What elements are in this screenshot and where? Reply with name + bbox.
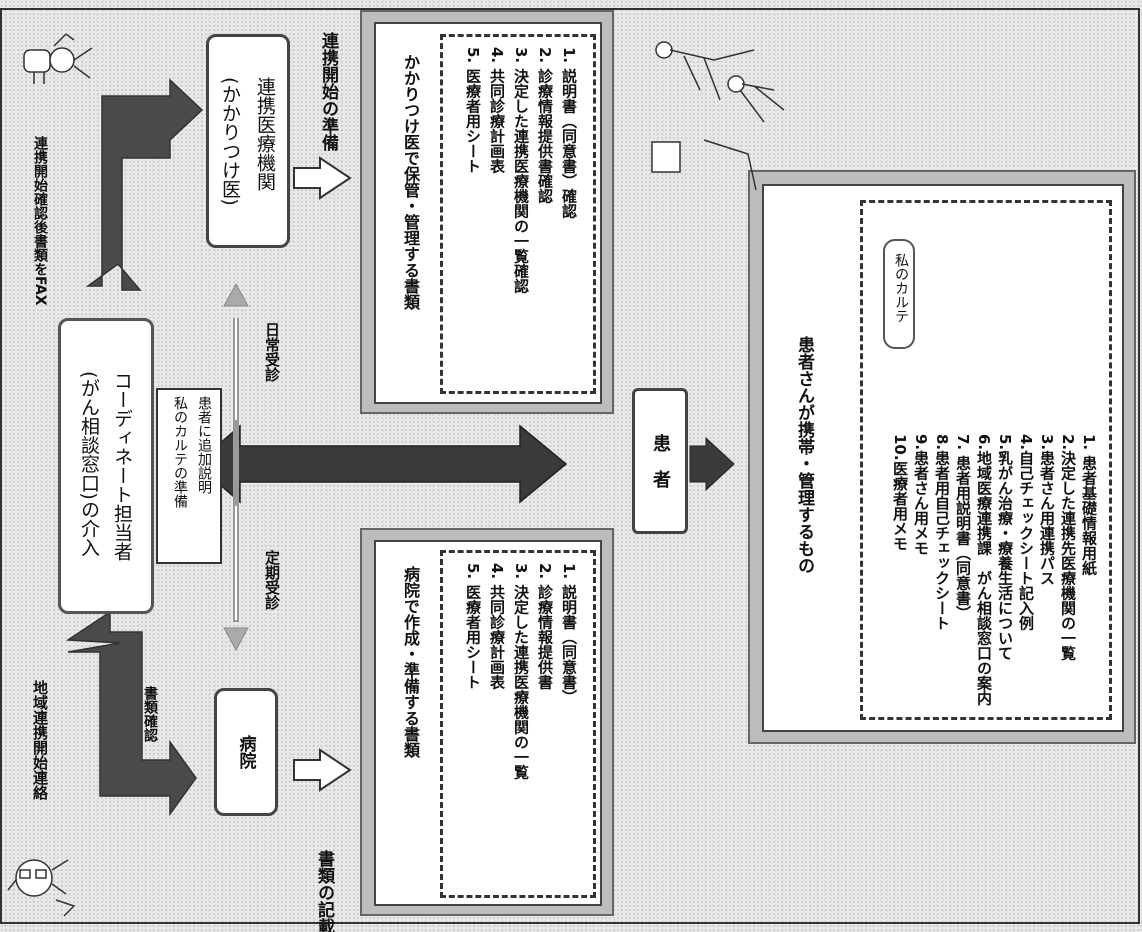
partner-docs-list-box: 1. 説明書（同意書）確認 2. 診療情報提供書確認 3. 決定した連携医療機関… (440, 34, 596, 394)
hospital-coordinator-arrow (68, 612, 196, 814)
regular-visit-arrowhead (224, 628, 248, 650)
coordinator-patient-arrow (196, 426, 566, 502)
daily-visit-label: 日常受診 (262, 322, 283, 382)
list-item: 1. 患者基礎情報用紙 (1078, 434, 1099, 705)
hospital-docs-title: 病院で作成・準備する書類 (398, 566, 422, 758)
list-item: 3.患者さん用連携パス (1036, 434, 1057, 705)
partner-subtitle: (かかりつけ医) (217, 77, 244, 206)
region-contact-label: 地域連携開始連絡 (30, 680, 51, 800)
fax-label: 連携開始確認後書類をFAX (30, 136, 50, 296)
explanation-line-2: 私のカルテの準備 (170, 396, 190, 508)
hospital-docs-tray: 病院で作成・準備する書類 1. 説明書（同意書） 2. 診療情報提供書 3. 決… (360, 528, 614, 916)
list-item: 7. 患者用説明書（同意書） (952, 434, 973, 705)
partner-title: 連携医療機関 (252, 77, 279, 206)
patient-docs-panel: 患者さんが携帯・管理するもの 私のカルテ 1. 患者基礎情報用紙 2.決定した連… (762, 184, 1124, 732)
list-item: 9.患者さん用メモ (910, 434, 931, 705)
list-item: 2. 診療情報提供書確認 (533, 47, 557, 293)
patient-docs-tray: 患者さんが携帯・管理するもの 私のカルテ 1. 患者基礎情報用紙 2.決定した連… (748, 170, 1136, 744)
hospital-docs-list-box: 1. 説明書（同意書） 2. 診療情報提供書 3. 決定した連携医療機関の一覧 … (440, 550, 596, 898)
partner-label-group: 連携医療機関 (かかりつけ医) (217, 77, 279, 206)
coordinator-subtitle: (がん相談窓口)の介入 (76, 371, 103, 561)
partner-node: 連携医療機関 (かかりつけ医) (206, 34, 290, 248)
list-item: 2. 診療情報提供書 (533, 563, 557, 779)
patient-docs-title: 患者さんが携帯・管理するもの (792, 336, 817, 574)
list-item: 5.乳がん治療・療養生活について (994, 434, 1015, 705)
list-item: 2.決定した連携先医療機関の一覧 (1057, 434, 1078, 705)
list-item: 1. 説明書（同意書）確認 (557, 47, 581, 293)
patient-docs-list: 1. 患者基礎情報用紙 2.決定した連携先医療機関の一覧 3.患者さん用連携パス… (889, 434, 1099, 705)
coordinator-label-group: コーディネート担当者 (がん相談窓口)の介入 (76, 371, 136, 561)
partner-docs-tray: かかりつけ医で保管・管理する書類 1. 説明書（同意書）確認 2. 診療情報提供… (360, 10, 614, 414)
karte-badge: 私のカルテ (883, 239, 915, 349)
partner-docs-title: かかりつけ医で保管・管理する書類 (398, 54, 422, 310)
explanation-line-1: 患者に追加説明 (194, 396, 214, 508)
list-item: 10.医療者用メモ (889, 434, 910, 705)
partner-docs-outline-arrow (294, 158, 350, 198)
hospital-label: 病院 (234, 735, 259, 769)
list-item: 5. 医療者用シート (461, 563, 485, 779)
partner-docs-list: 1. 説明書（同意書）確認 2. 診療情報提供書確認 3. 決定した連携医療機関… (461, 47, 581, 293)
doc-check-label: 書類確認 (140, 686, 160, 742)
coordinator-partner-arrow (88, 80, 202, 290)
regular-visit-label: 定期受診 (262, 550, 283, 610)
patient-docs-arrow (690, 438, 734, 490)
daily-visit-arrowhead (224, 284, 248, 306)
partner-docs-panel: かかりつけ医で保管・管理する書類 1. 説明書（同意書）確認 2. 診療情報提供… (374, 22, 602, 404)
hospital-docs-outline-arrow (294, 750, 350, 790)
patient-node: 患 者 (632, 388, 688, 534)
list-item: 4. 共同診療計画表 (485, 563, 509, 779)
karte-label: 私のカルテ (891, 253, 911, 323)
list-item: 4.自己チェックシート記入例 (1015, 434, 1036, 705)
explanation-note: 患者に追加説明 私のカルテの準備 (156, 388, 222, 564)
partner-prep-heading: 連携開始の準備 (316, 32, 341, 151)
explanation-note-group: 患者に追加説明 私のカルテの準備 (158, 390, 220, 514)
hospital-docs-list: 1. 説明書（同意書） 2. 診療情報提供書 3. 決定した連携医療機関の一覧 … (461, 563, 581, 779)
list-item: 5. 医療者用シート (461, 47, 485, 293)
list-item: 1. 説明書（同意書） (557, 563, 581, 779)
coordinator-node: コーディネート担当者 (がん相談窓口)の介入 (58, 318, 154, 614)
list-item: 6.地域医療連携課 がん相談窓口の案内 (973, 434, 994, 705)
list-item: 3. 決定した連携医療機関の一覧確認 (509, 47, 533, 293)
hospital-node: 病院 (214, 688, 278, 816)
list-item: 3. 決定した連携医療機関の一覧 (509, 563, 533, 779)
hospital-docs-panel: 病院で作成・準備する書類 1. 説明書（同意書） 2. 診療情報提供書 3. 決… (374, 540, 602, 906)
doc-record-heading: 書類の記載 (312, 850, 337, 932)
patient-label: 患 者 (647, 434, 673, 488)
list-item: 8.患者用自己チェックシート (931, 434, 952, 705)
list-item: 4. 共同診療計画表 (485, 47, 509, 293)
patient-docs-list-box: 私のカルテ 1. 患者基礎情報用紙 2.決定した連携先医療機関の一覧 3.患者さ… (860, 200, 1112, 720)
coordinator-title: コーディネート担当者 (109, 371, 136, 561)
